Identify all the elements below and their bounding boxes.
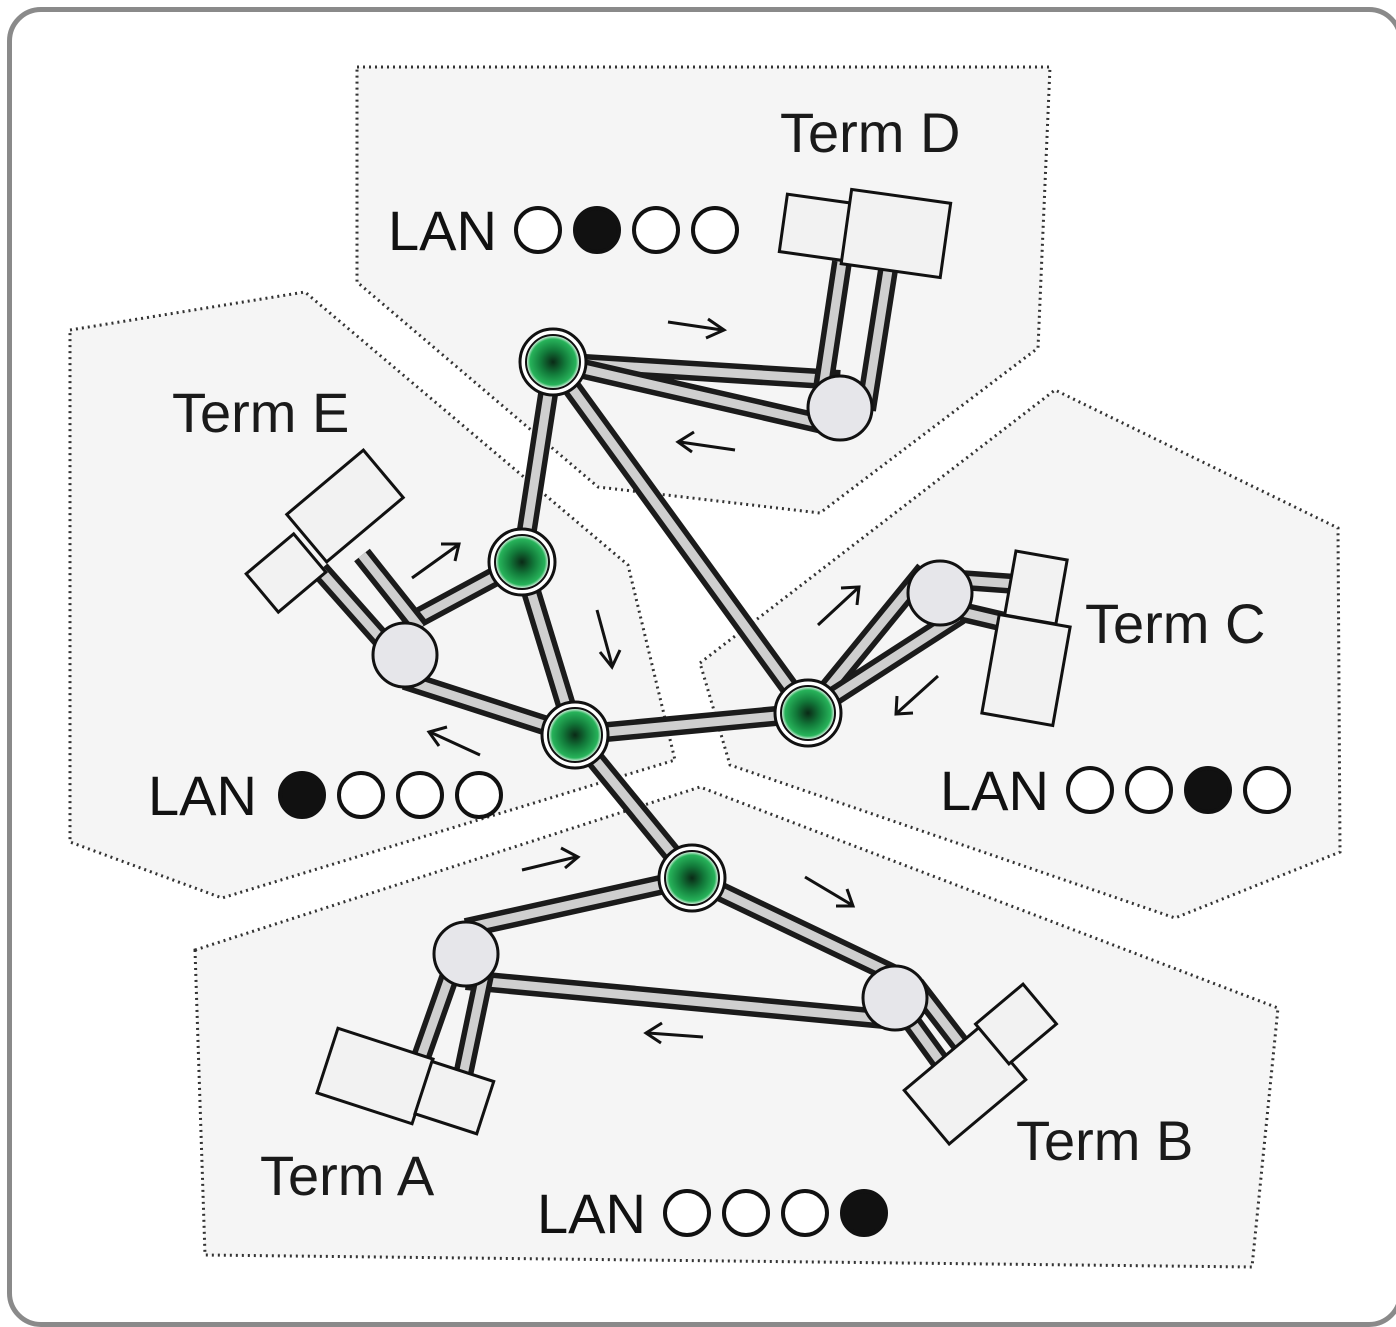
belt-highlight (457, 974, 489, 1081)
lan-label: LAN (148, 764, 257, 827)
arrow-e-bottom (426, 725, 481, 757)
network-node (664, 850, 720, 906)
lan-indicator-d: LAN (388, 199, 739, 262)
belt-highlight (551, 357, 842, 433)
arrow-c-down (894, 674, 940, 716)
terminal-a-unit (315, 1026, 496, 1136)
term-c-label: Term C (1085, 592, 1265, 655)
belt-highlight (465, 873, 693, 933)
belt-highlight (358, 552, 424, 631)
term-e-label: Term E (172, 381, 349, 444)
pulley-b (861, 964, 929, 1032)
lan-dot-inactive (722, 1189, 770, 1237)
term-d-label: Term D (780, 101, 960, 164)
terminal-d-unit (777, 187, 953, 280)
zone-term-e (68, 290, 677, 900)
zone-term-a-b (193, 785, 1280, 1269)
arrow-d-top (667, 317, 728, 340)
lan-dot-inactive (781, 1189, 829, 1237)
arrow-d-bottom (675, 430, 736, 454)
lan-dot-inactive (1243, 766, 1291, 814)
network-node (525, 334, 581, 390)
arrow-ab-right (804, 875, 856, 908)
arrow-c-up (816, 585, 861, 627)
belt-highlight (549, 359, 812, 716)
lan-dot-inactive (455, 771, 503, 819)
lan-label: LAN (940, 759, 1049, 822)
pulley-e (371, 621, 439, 689)
lan-dot-inactive (663, 1189, 711, 1237)
lan-dot-inactive (514, 206, 562, 254)
network-node (780, 685, 836, 741)
lan-dot-inactive (1125, 766, 1173, 814)
belt-layer (312, 260, 1033, 1083)
arrow-layer (411, 317, 940, 1045)
lan-dot-active (573, 206, 621, 254)
lan-dot-inactive (691, 206, 739, 254)
arrow-e-down (595, 609, 622, 670)
belt-highlight (415, 973, 455, 1062)
node-layer (487, 327, 843, 913)
lan-dot-active (840, 1189, 888, 1237)
lan-dot-active (278, 771, 326, 819)
pulley-d (806, 374, 874, 442)
lan-indicator-e: LAN (148, 764, 503, 827)
belt-highlight (465, 975, 896, 1025)
network-node (547, 707, 603, 763)
arrow-e-up (411, 542, 461, 580)
terminal-e-unit (244, 447, 406, 615)
belt-highlight (316, 567, 386, 643)
pulley-c (906, 559, 974, 627)
lan-dot-inactive (337, 771, 385, 819)
term-a-label: Term A (260, 1144, 435, 1207)
arrow-ab-bottom (643, 1021, 704, 1045)
lan-label: LAN (537, 1182, 646, 1245)
term-b-label: Term B (1016, 1109, 1193, 1172)
belt-highlight (690, 873, 897, 980)
belt-highlight (861, 269, 893, 411)
lan-indicator-c: LAN (940, 759, 1291, 822)
terminal-b-unit (902, 982, 1059, 1147)
lan-dot-inactive (632, 206, 680, 254)
lan-dot-active (1184, 766, 1232, 814)
arrow-ab-left (521, 846, 581, 872)
network-node (494, 534, 550, 590)
pulley-a (432, 920, 500, 988)
lan-dot-inactive (1066, 766, 1114, 814)
belt-highlight (574, 708, 809, 740)
lan-label: LAN (388, 199, 497, 262)
lan-dot-inactive (396, 771, 444, 819)
lan-indicator-ab: LAN (537, 1182, 888, 1245)
terminal-c-unit (980, 549, 1072, 728)
